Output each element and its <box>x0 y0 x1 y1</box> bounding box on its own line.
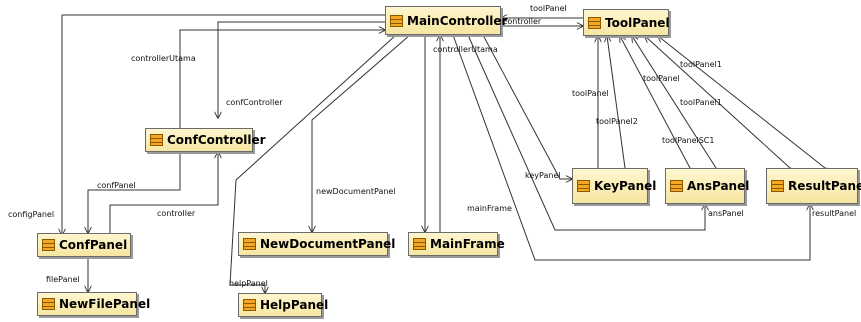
label-file-panel-role: filePanel <box>46 275 80 284</box>
edge-main-result-panel <box>453 35 810 261</box>
edge-conf-controller-conf-panel <box>88 150 180 233</box>
class-name: ResultPanel <box>788 179 861 193</box>
class-icon <box>243 238 256 250</box>
label-controller-utama-left: controllerUtama <box>131 54 196 63</box>
class-name: MainController <box>407 13 508 28</box>
class-name: NewFilePanel <box>59 297 151 311</box>
class-main-controller[interactable]: MainController <box>385 6 507 35</box>
class-tool-panel[interactable]: ToolPanel <box>583 9 670 36</box>
label-tool-panel-top: toolPanel <box>530 4 567 13</box>
label-tool-panel1-b: toolPanel1 <box>680 98 722 107</box>
label-tool-panel-ans: toolPanel <box>643 74 680 83</box>
label-ans-panel-role: ansPanel <box>708 209 744 218</box>
edge-main-new-document-panel <box>312 35 410 232</box>
label-config-panel-role: configPanel <box>8 210 54 219</box>
class-icon <box>588 16 601 29</box>
edge-key-tool-panel-2 <box>607 36 625 168</box>
label-main-frame-role: mainFrame <box>467 204 512 213</box>
class-name: ToolPanel <box>605 15 670 30</box>
edge-labels: toolPanel controller controllerUtama con… <box>8 4 856 288</box>
class-result-panel[interactable]: ResultPanel <box>766 168 861 204</box>
class-conf-panel[interactable]: ConfPanel <box>37 233 131 257</box>
class-icon <box>577 180 590 192</box>
label-controller-conf: controller <box>157 209 196 218</box>
class-name: KeyPanel <box>594 179 657 193</box>
edge-conf-panel-conf-controller <box>110 152 218 233</box>
class-icon <box>413 238 426 250</box>
class-new-document-panel[interactable]: NewDocumentPanel <box>238 232 395 256</box>
class-conf-controller[interactable]: ConfController <box>145 128 266 152</box>
class-new-file-panel[interactable]: NewFilePanel <box>37 292 150 316</box>
label-tool-panel-key: toolPanel <box>572 89 609 98</box>
label-controller-utama-mid: controllerUtama <box>433 45 498 54</box>
edge-main-help-panel <box>229 35 396 293</box>
label-help-panel-role: helpPanel <box>229 279 268 288</box>
class-icon <box>150 134 163 146</box>
class-name: HelpPanel <box>260 298 329 312</box>
label-tool-panel-sc1: toolPanelSC1 <box>662 136 714 145</box>
label-controller-top: controller <box>503 17 542 26</box>
edge-main-conf-panel <box>62 15 385 235</box>
label-tool-panel2: toolPanel2 <box>596 117 638 126</box>
class-name: AnsPanel <box>687 179 750 193</box>
edge-result-tool-panel-2 <box>658 36 825 168</box>
class-name: ConfController <box>167 133 266 147</box>
class-icon <box>771 180 784 192</box>
label-tool-panel1-a: toolPanel1 <box>680 60 722 69</box>
label-conf-controller-role: confController <box>226 98 283 107</box>
class-help-panel[interactable]: HelpPanel <box>238 293 328 317</box>
class-icon <box>42 298 55 310</box>
class-icon <box>670 180 683 192</box>
class-key-panel[interactable]: KeyPanel <box>572 168 656 204</box>
edge-main-key-panel <box>483 35 572 179</box>
edge-main-conf-controller <box>218 22 385 118</box>
class-name: ConfPanel <box>59 238 128 252</box>
label-conf-panel-role: confPanel <box>97 181 136 190</box>
label-result-panel-role: resultPanel <box>812 209 856 218</box>
class-name: MainFrame <box>430 237 505 251</box>
class-ans-panel[interactable]: AnsPanel <box>665 168 749 204</box>
class-icon <box>42 239 55 251</box>
class-main-frame[interactable]: MainFrame <box>408 232 505 256</box>
label-new-document-panel-role: newDocumentPanel <box>316 187 396 196</box>
label-key-panel-role: keyPanel <box>525 171 561 180</box>
edge-conf-controller-main <box>180 30 385 128</box>
class-icon <box>243 299 256 311</box>
class-icon <box>390 14 403 27</box>
class-name: NewDocumentPanel <box>260 237 396 251</box>
